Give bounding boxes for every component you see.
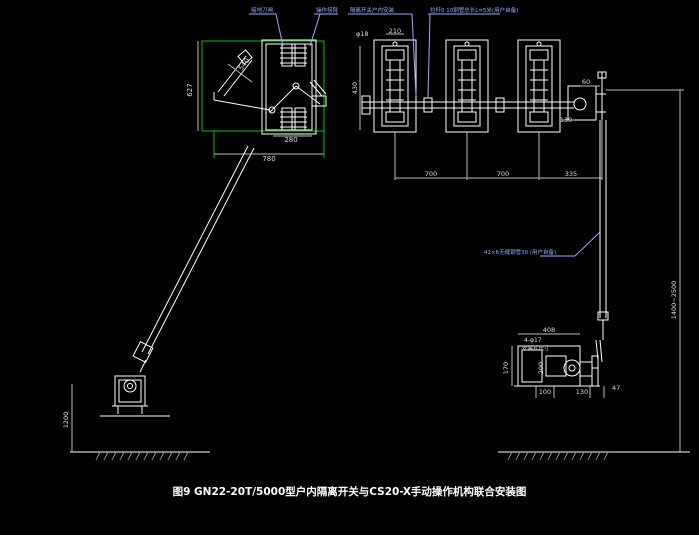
dim-210: 210: [389, 27, 401, 35]
dim-100: 100: [539, 388, 551, 396]
figure-caption: 图9 GN22-20T/5000型户内隔离开关与CS20-X手动操作机构联合安装…: [172, 486, 527, 498]
switch-assembly: [197, 39, 327, 158]
dim-408: 408: [543, 326, 555, 334]
label-mounting-holes: 安装孔尺寸: [522, 344, 550, 352]
insulator-right: [293, 43, 307, 131]
label-earthing-blade: 接地刀闸: [251, 6, 273, 14]
crank-arm: [268, 79, 327, 114]
dim-phi18: φ18: [356, 30, 369, 38]
label-pull-rod: 拉杆0 10钢管总长L=5米(用户自备): [430, 6, 518, 14]
vertical-pipe: [595, 120, 609, 363]
dim-280: 280: [284, 136, 297, 144]
switch-blade: [213, 49, 271, 111]
label-indoor-install: 隔离开关户内安装: [350, 6, 395, 14]
diagonal-rod: [132, 145, 255, 373]
dim-700-b: 700: [497, 170, 509, 178]
pole-unit-2: [445, 39, 489, 133]
label-pipe-note: 42×6无缝钢管30 (用户自备): [484, 248, 556, 256]
dim-335: 335: [565, 170, 577, 178]
label-crank-arm: 操作拐臂: [316, 6, 339, 14]
left-bearing-block: [112, 375, 148, 414]
insulator-left: [280, 43, 294, 131]
dim-430: 430: [351, 82, 359, 94]
pole-unit-1: [373, 39, 417, 133]
dim-1200: 1200: [62, 412, 70, 429]
dim-170: 170: [502, 362, 510, 374]
dim-627: 627: [186, 83, 194, 96]
dim-60: 60: [582, 78, 590, 86]
dim-130-b: 130: [576, 388, 588, 396]
drive-shaft: [361, 95, 574, 115]
dim-130: 130: [560, 116, 572, 124]
dim-1400-2500: 1400~2500: [670, 281, 678, 320]
operating-mechanism: [514, 345, 600, 387]
dim-780: 780: [262, 155, 275, 163]
pole-unit-3: [517, 39, 561, 133]
dim-47: 47: [612, 384, 620, 392]
floor-left: [70, 415, 210, 461]
switch-frame: [201, 40, 325, 132]
floor-right: [498, 451, 690, 461]
dim-700-a: 700: [425, 170, 437, 178]
dim-4-phi17: 4-φ17: [524, 337, 542, 344]
dim-200: 200: [537, 362, 545, 374]
